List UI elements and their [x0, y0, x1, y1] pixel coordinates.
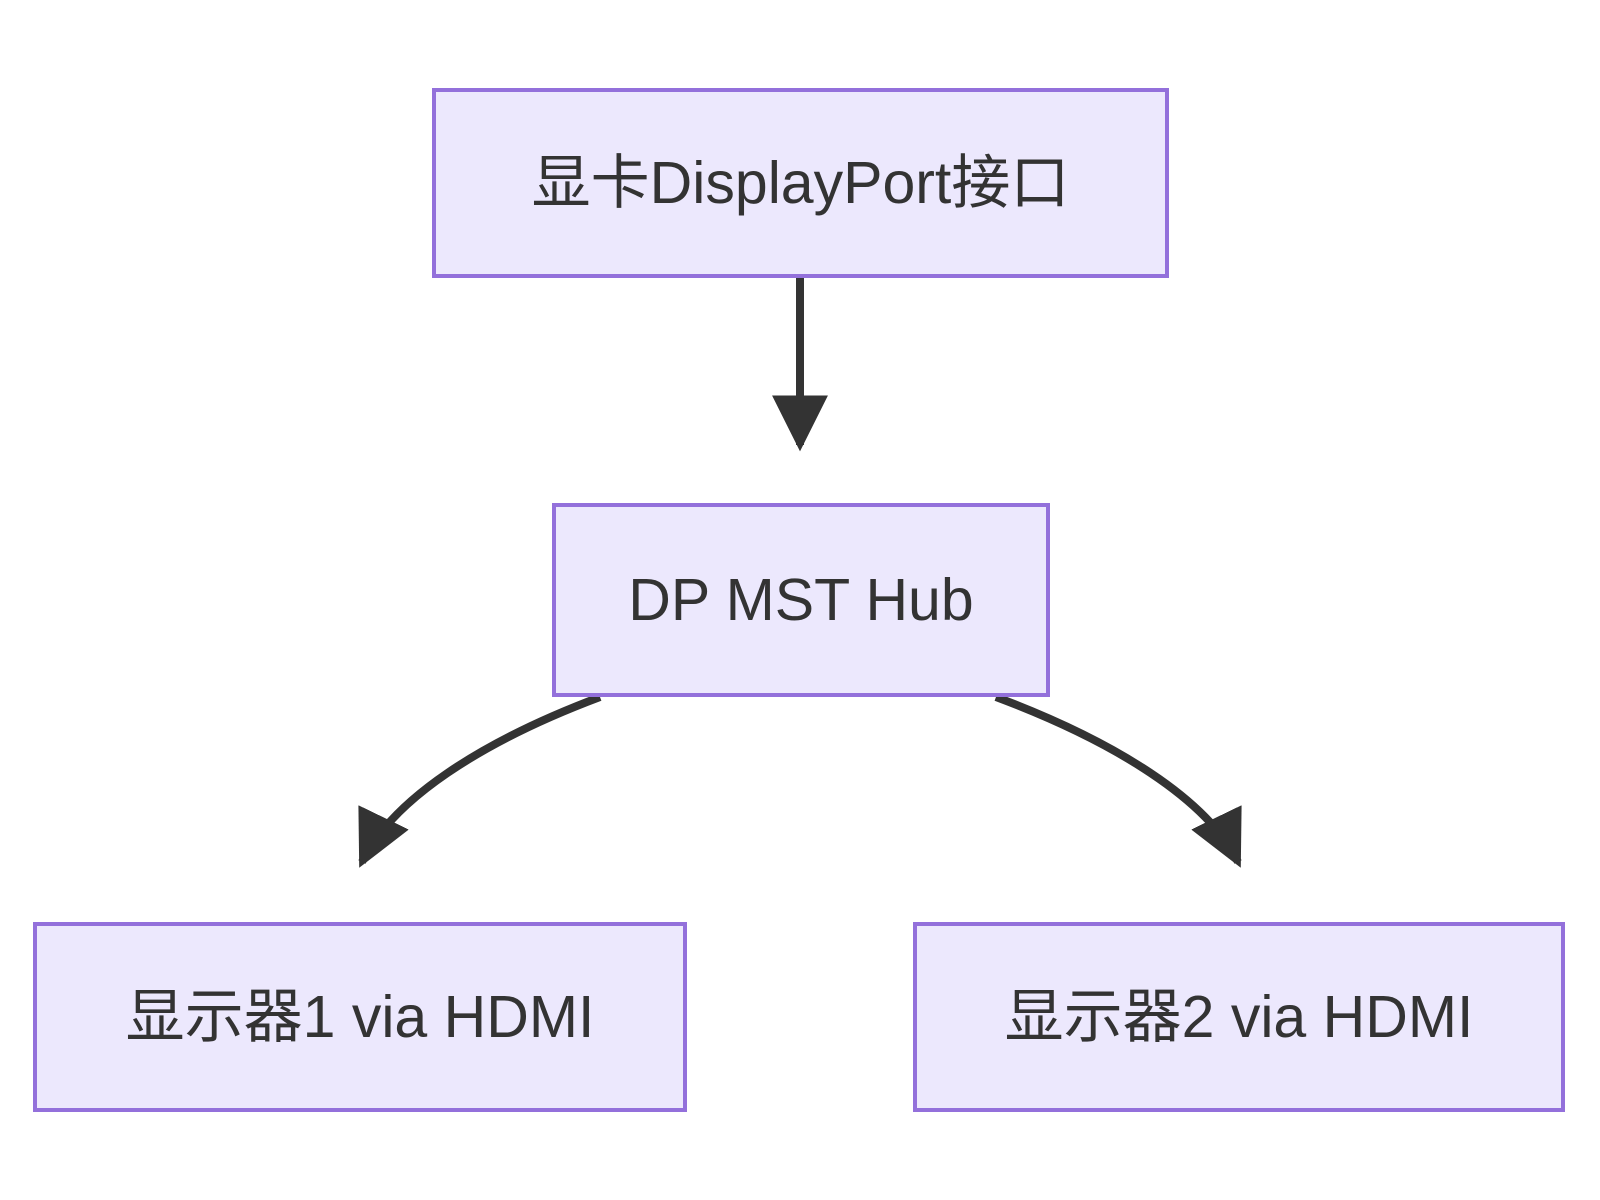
edge-hub-to-monitor-2 [994, 693, 1242, 868]
node-dp-mst-hub[interactable]: DP MST Hub [552, 503, 1050, 697]
node-monitor-2-label: 显示器2 via HDMI [1004, 983, 1474, 1050]
node-monitor-1-label: 显示器1 via HDMI [125, 983, 595, 1050]
node-monitor-2[interactable]: 显示器2 via HDMI [913, 922, 1565, 1112]
node-dp-mst-hub-label: DP MST Hub [628, 566, 974, 633]
node-monitor-1[interactable]: 显示器1 via HDMI [33, 922, 687, 1112]
node-gpu-dp-port-label: 显卡DisplayPort接口 [531, 149, 1070, 216]
edge-hub-to-monitor-1 [358, 693, 602, 868]
node-gpu-dp-port[interactable]: 显卡DisplayPort接口 [432, 88, 1169, 278]
